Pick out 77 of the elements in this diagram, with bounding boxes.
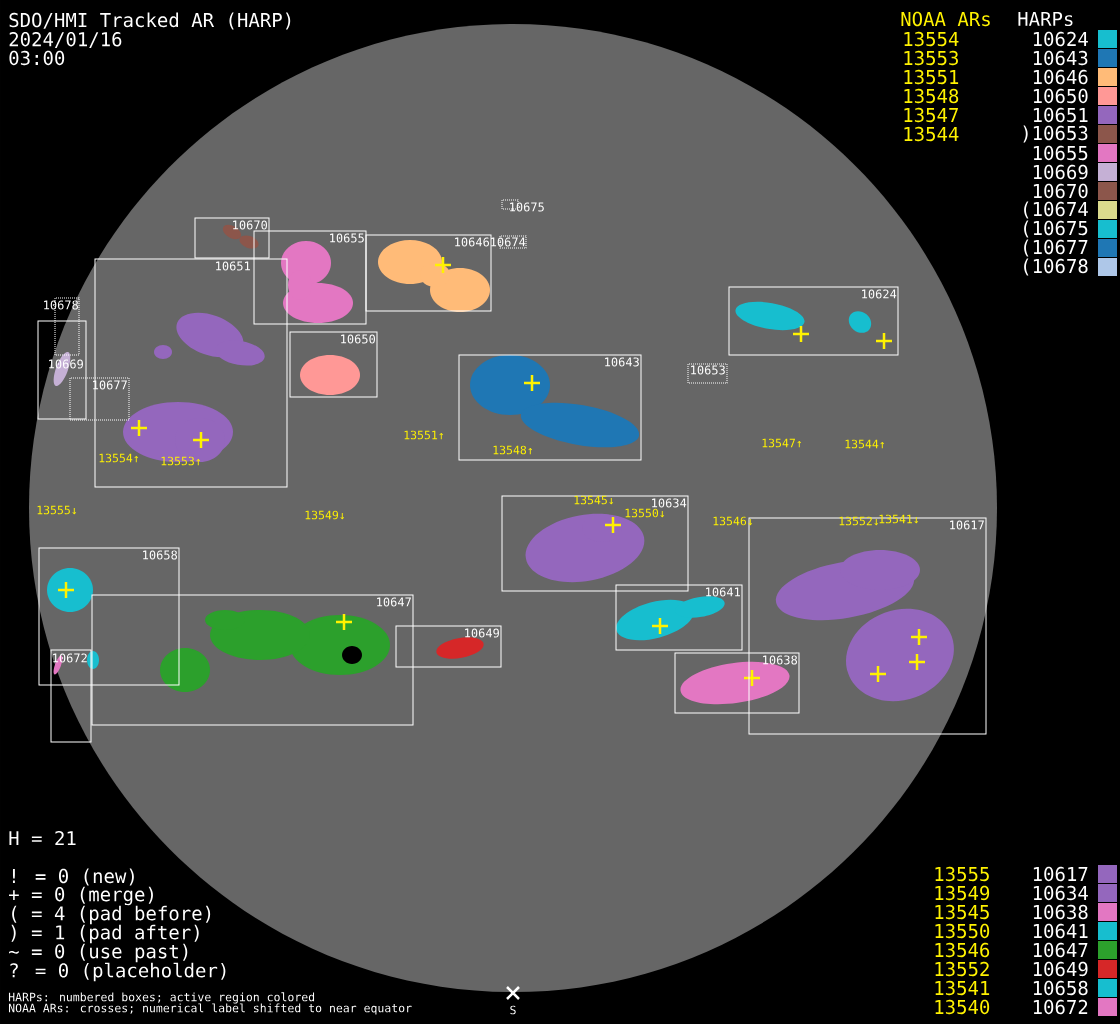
noaa-label: 13544↑ (845, 439, 885, 449)
noaa-label: 13546↓ (713, 516, 753, 526)
legend-label: )10653 (1023, 125, 1088, 143)
legend-label: (10674 (1024, 201, 1088, 219)
noaa-number: 13547 (904, 107, 958, 123)
harp-box: 10650 (289, 331, 378, 398)
harp-box: 10649 (395, 625, 502, 668)
harp-box: 10641 (615, 584, 743, 651)
legend-label: 10655 (1033, 145, 1088, 161)
legend-label: 10650 (1033, 88, 1088, 104)
harp-box: 10670 (194, 217, 270, 259)
legend-label: 10634 (1033, 885, 1088, 901)
count-label: ? = 0 (placeholder) (10, 962, 226, 982)
noaa-number: 13548 (904, 88, 959, 104)
noaa-number: 13544 (904, 126, 959, 142)
count-label: + = 0 (merge) (9, 886, 153, 906)
count-label: ) = 1 (pad after) (11, 924, 199, 944)
count-label: H = 21 (9, 830, 76, 846)
noaa-label: 13547↑ (762, 438, 802, 448)
legend-label: (10677 (1024, 239, 1088, 257)
legend-label: 10643 (1033, 50, 1088, 66)
legend-label: 10669 (1033, 164, 1088, 180)
column-header: NOAA ARs (901, 11, 990, 27)
harp-box: 10677 (69, 377, 130, 421)
noaa-label: 13550↓ (625, 508, 665, 518)
harp-box: 10638 (674, 652, 800, 714)
node-label: 10675 (510, 202, 544, 212)
legend-label: 10641 (1033, 923, 1088, 939)
legend-label: 10617 (1033, 866, 1088, 882)
noaa-label: 13548↑ (493, 445, 533, 455)
harp-box: 10647 (91, 594, 414, 726)
legend-label: 10649 (1033, 961, 1088, 977)
harp-box: 10674 (491, 235, 527, 249)
noaa-number: 13550 (935, 923, 990, 939)
noaa-label: 13545↓ (574, 495, 614, 505)
noaa-number: 13549 (935, 885, 990, 901)
noaa-label: 13555↓ (37, 505, 77, 515)
count-label: ( = 4 (pad before) (12, 905, 211, 925)
legend-label: 10658 (1033, 980, 1088, 996)
noaa-number: 13554 (904, 31, 959, 47)
noaa-label: 13554↑ (99, 453, 139, 463)
harp-box: 10655 (253, 230, 367, 325)
legend-label: (10678 (1024, 258, 1088, 276)
noaa-label: 13553↑ (161, 456, 201, 466)
noaa-label: 13541↓ (879, 514, 919, 524)
legend-label: 10646 (1033, 69, 1088, 85)
noaa-number: 13553 (904, 50, 958, 66)
noaa-number: 13546 (935, 942, 990, 958)
noaa-label: 13551↑ (404, 430, 444, 440)
note-text: NOAA ARs: crosses; numerical label shifted to near equator (9, 1003, 412, 1015)
harp-box: 10646 (365, 234, 492, 312)
harp-box: 10624 (728, 286, 899, 356)
column-header: HARPs (1018, 11, 1073, 27)
legend-label: 10672 (1033, 999, 1088, 1015)
harp-box: 10653 (687, 363, 728, 384)
count-label: ~ = 0 (use past) (9, 943, 188, 963)
noaa-number: 13552 (935, 961, 989, 977)
legend-label: 10624 (1033, 31, 1088, 47)
legend-label: 10638 (1033, 904, 1088, 920)
date-label: 2024/01/16 (9, 32, 122, 48)
time-label: 03:00 (9, 50, 65, 66)
noaa-number: 13555 (935, 866, 989, 882)
noaa-number: 13551 (904, 69, 959, 85)
legend-label: 10647 (1033, 942, 1088, 958)
noaa-label: 13552↓ (839, 516, 879, 526)
legend-label: 10670 (1033, 183, 1088, 199)
harp-box: 10675 (501, 199, 544, 212)
noaa-number: 13540 (935, 999, 990, 1015)
direction-label: S (510, 1005, 516, 1015)
noaa-number: 13545 (935, 904, 989, 920)
legend-label: 10651 (1033, 107, 1088, 123)
note-text: HARPs: numbered boxes; active region colored (8, 992, 315, 1004)
title: SDO/HMI Tracked AR (HARP) (9, 12, 291, 30)
legend-label: (10675 (1024, 220, 1088, 238)
noaa-number: 13541 (935, 980, 990, 996)
noaa-label: 13549↓ (305, 510, 345, 520)
count-label: ! = 0 (new) (13, 868, 134, 886)
